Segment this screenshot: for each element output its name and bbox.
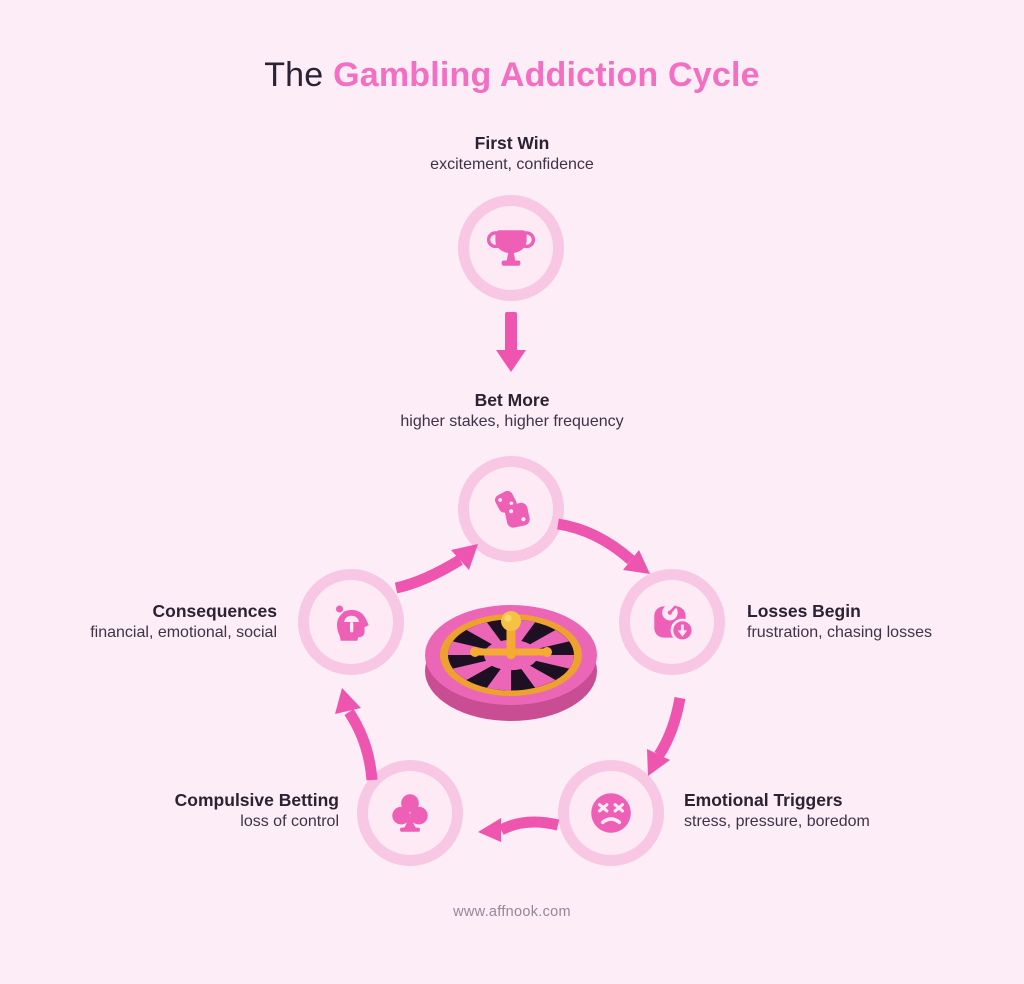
club-suit-icon (392, 794, 428, 832)
footer-website: www.affnook.com (453, 904, 571, 920)
node-losses-begin (619, 569, 725, 675)
title-prefix: The (264, 56, 324, 94)
roulette-wheel-illustration (425, 605, 597, 721)
head-thoughts-icon (336, 605, 369, 641)
trophy-icon (486, 230, 536, 266)
dice-icon (494, 490, 530, 528)
roulette-turret (470, 611, 552, 659)
distressed-face-icon (591, 793, 631, 833)
stage-label-compulsive-betting: Compulsive Betting loss of control (39, 789, 339, 833)
node-bet-more (458, 456, 564, 562)
stage-subtitle: excitement, confidence (430, 156, 594, 173)
stage-title: Consequences (152, 601, 277, 621)
down-arrow (496, 312, 526, 372)
stage-label-emotional-triggers: Emotional Triggers stress, pressure, bor… (684, 789, 870, 833)
stage-label-bet-more: Bet More higher stakes, higher frequency (0, 389, 1024, 433)
stage-title: Emotional Triggers (684, 790, 843, 810)
node-consequences (298, 569, 404, 675)
stage-title: First Win (474, 133, 550, 153)
stage-label-first-win: First Win excitement, confidence (0, 132, 1024, 176)
node-emotional-triggers (558, 760, 664, 866)
stage-subtitle: financial, emotional, social (90, 624, 277, 641)
arrow-betmore-to-losses (557, 518, 650, 574)
stage-label-losses-begin: Losses Begin frustration, chasing losses (747, 600, 932, 644)
stage-title: Bet More (474, 390, 550, 410)
stage-subtitle: higher stakes, higher frequency (400, 413, 624, 430)
node-compulsive-betting (357, 760, 463, 866)
title-highlight: Gambling Addiction Cycle (333, 56, 760, 94)
stage-label-consequences: Consequences financial, emotional, socia… (0, 600, 277, 644)
stage-title: Compulsive Betting (174, 790, 339, 810)
stage-subtitle: frustration, chasing losses (747, 624, 932, 641)
scale-down-icon (654, 604, 695, 643)
node-first-win (458, 195, 564, 301)
arrow-emotional-to-compulsive (478, 816, 560, 842)
stage-subtitle: loss of control (240, 813, 339, 830)
stage-title: Losses Begin (747, 601, 861, 621)
stage-subtitle: stress, pressure, boredom (684, 813, 870, 830)
page-title: The Gambling Addiction Cycle (0, 56, 1024, 95)
